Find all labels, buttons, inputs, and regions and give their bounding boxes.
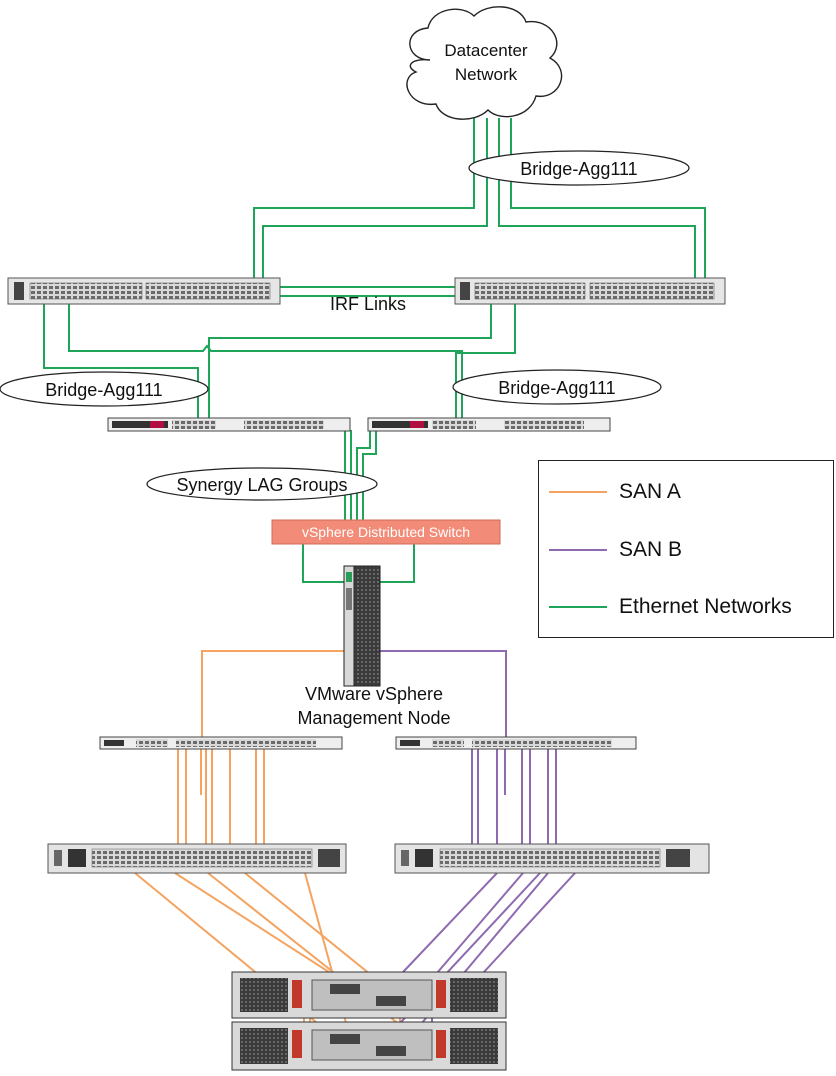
legend-swatch-san-a [549,491,607,493]
legend-label-san-b: SAN B [619,538,683,561]
legend-swatch-san-b [549,549,607,551]
legend: SAN A SAN B Ethernet Networks [538,460,834,638]
vds-label: vSphere Distributed Switch [302,524,470,540]
uplink-1 [253,118,475,278]
cloud-label-line2: Network [455,65,518,84]
bridge-agg-right-label: Bridge-Agg111 [498,378,615,398]
bridge-agg-left-label: Bridge-Agg111 [45,380,162,400]
vsphere-distributed-switch: vSphere Distributed Switch [271,519,501,545]
cloud-label-line1: Datacenter [444,41,527,60]
san-switch-a [47,843,347,874]
core-switch-right [454,277,726,305]
uplink-4 [510,118,706,278]
bridge-agg-right-callout: Bridge-Agg111 [452,369,662,405]
synergy-lag-label: Synergy LAG Groups [176,475,347,495]
node-to-san-a-module [201,650,346,737]
legend-item-ethernet: Ethernet Networks [549,592,792,622]
mgmt-node-label-line1: VMware vSphere [305,684,443,704]
core-right-to-icm-left [208,304,492,420]
node-to-san-b-module [380,650,507,737]
vds-to-node-right [380,544,415,583]
interconnect-module-right [367,417,611,432]
core-switch-left [7,277,281,305]
uplink-3 [498,118,696,278]
core-right-to-icm-right [455,304,516,420]
mgmt-node-label-line2: Management Node [297,708,450,728]
management-node [343,565,381,687]
interconnect-module-left [107,417,351,432]
legend-label-san-a: SAN A [619,480,681,503]
legend-swatch-ethernet [549,606,607,608]
fc-module-san-a [99,736,343,750]
storage-array [231,971,507,1071]
bridge-agg-top-callout: Bridge-Agg111 [468,150,690,186]
core-left-to-icm-right [68,304,463,420]
san-switch-b [394,843,710,874]
fc-module-san-b [395,736,637,750]
legend-item-san-a: SAN A [549,477,681,507]
irf-links-label: IRF Links [330,294,406,314]
datacenter-cloud: Datacenter Network [406,6,563,120]
bridge-agg-top-label: Bridge-Agg111 [520,159,637,179]
vds-to-node-left [302,544,344,583]
legend-item-san-b: SAN B [549,535,682,565]
uplink-2 [262,118,488,278]
bridge-agg-left-callout: Bridge-Agg111 [0,371,209,407]
synergy-lag-callout: Synergy LAG Groups [146,467,378,501]
legend-label-ethernet: Ethernet Networks [619,595,792,618]
